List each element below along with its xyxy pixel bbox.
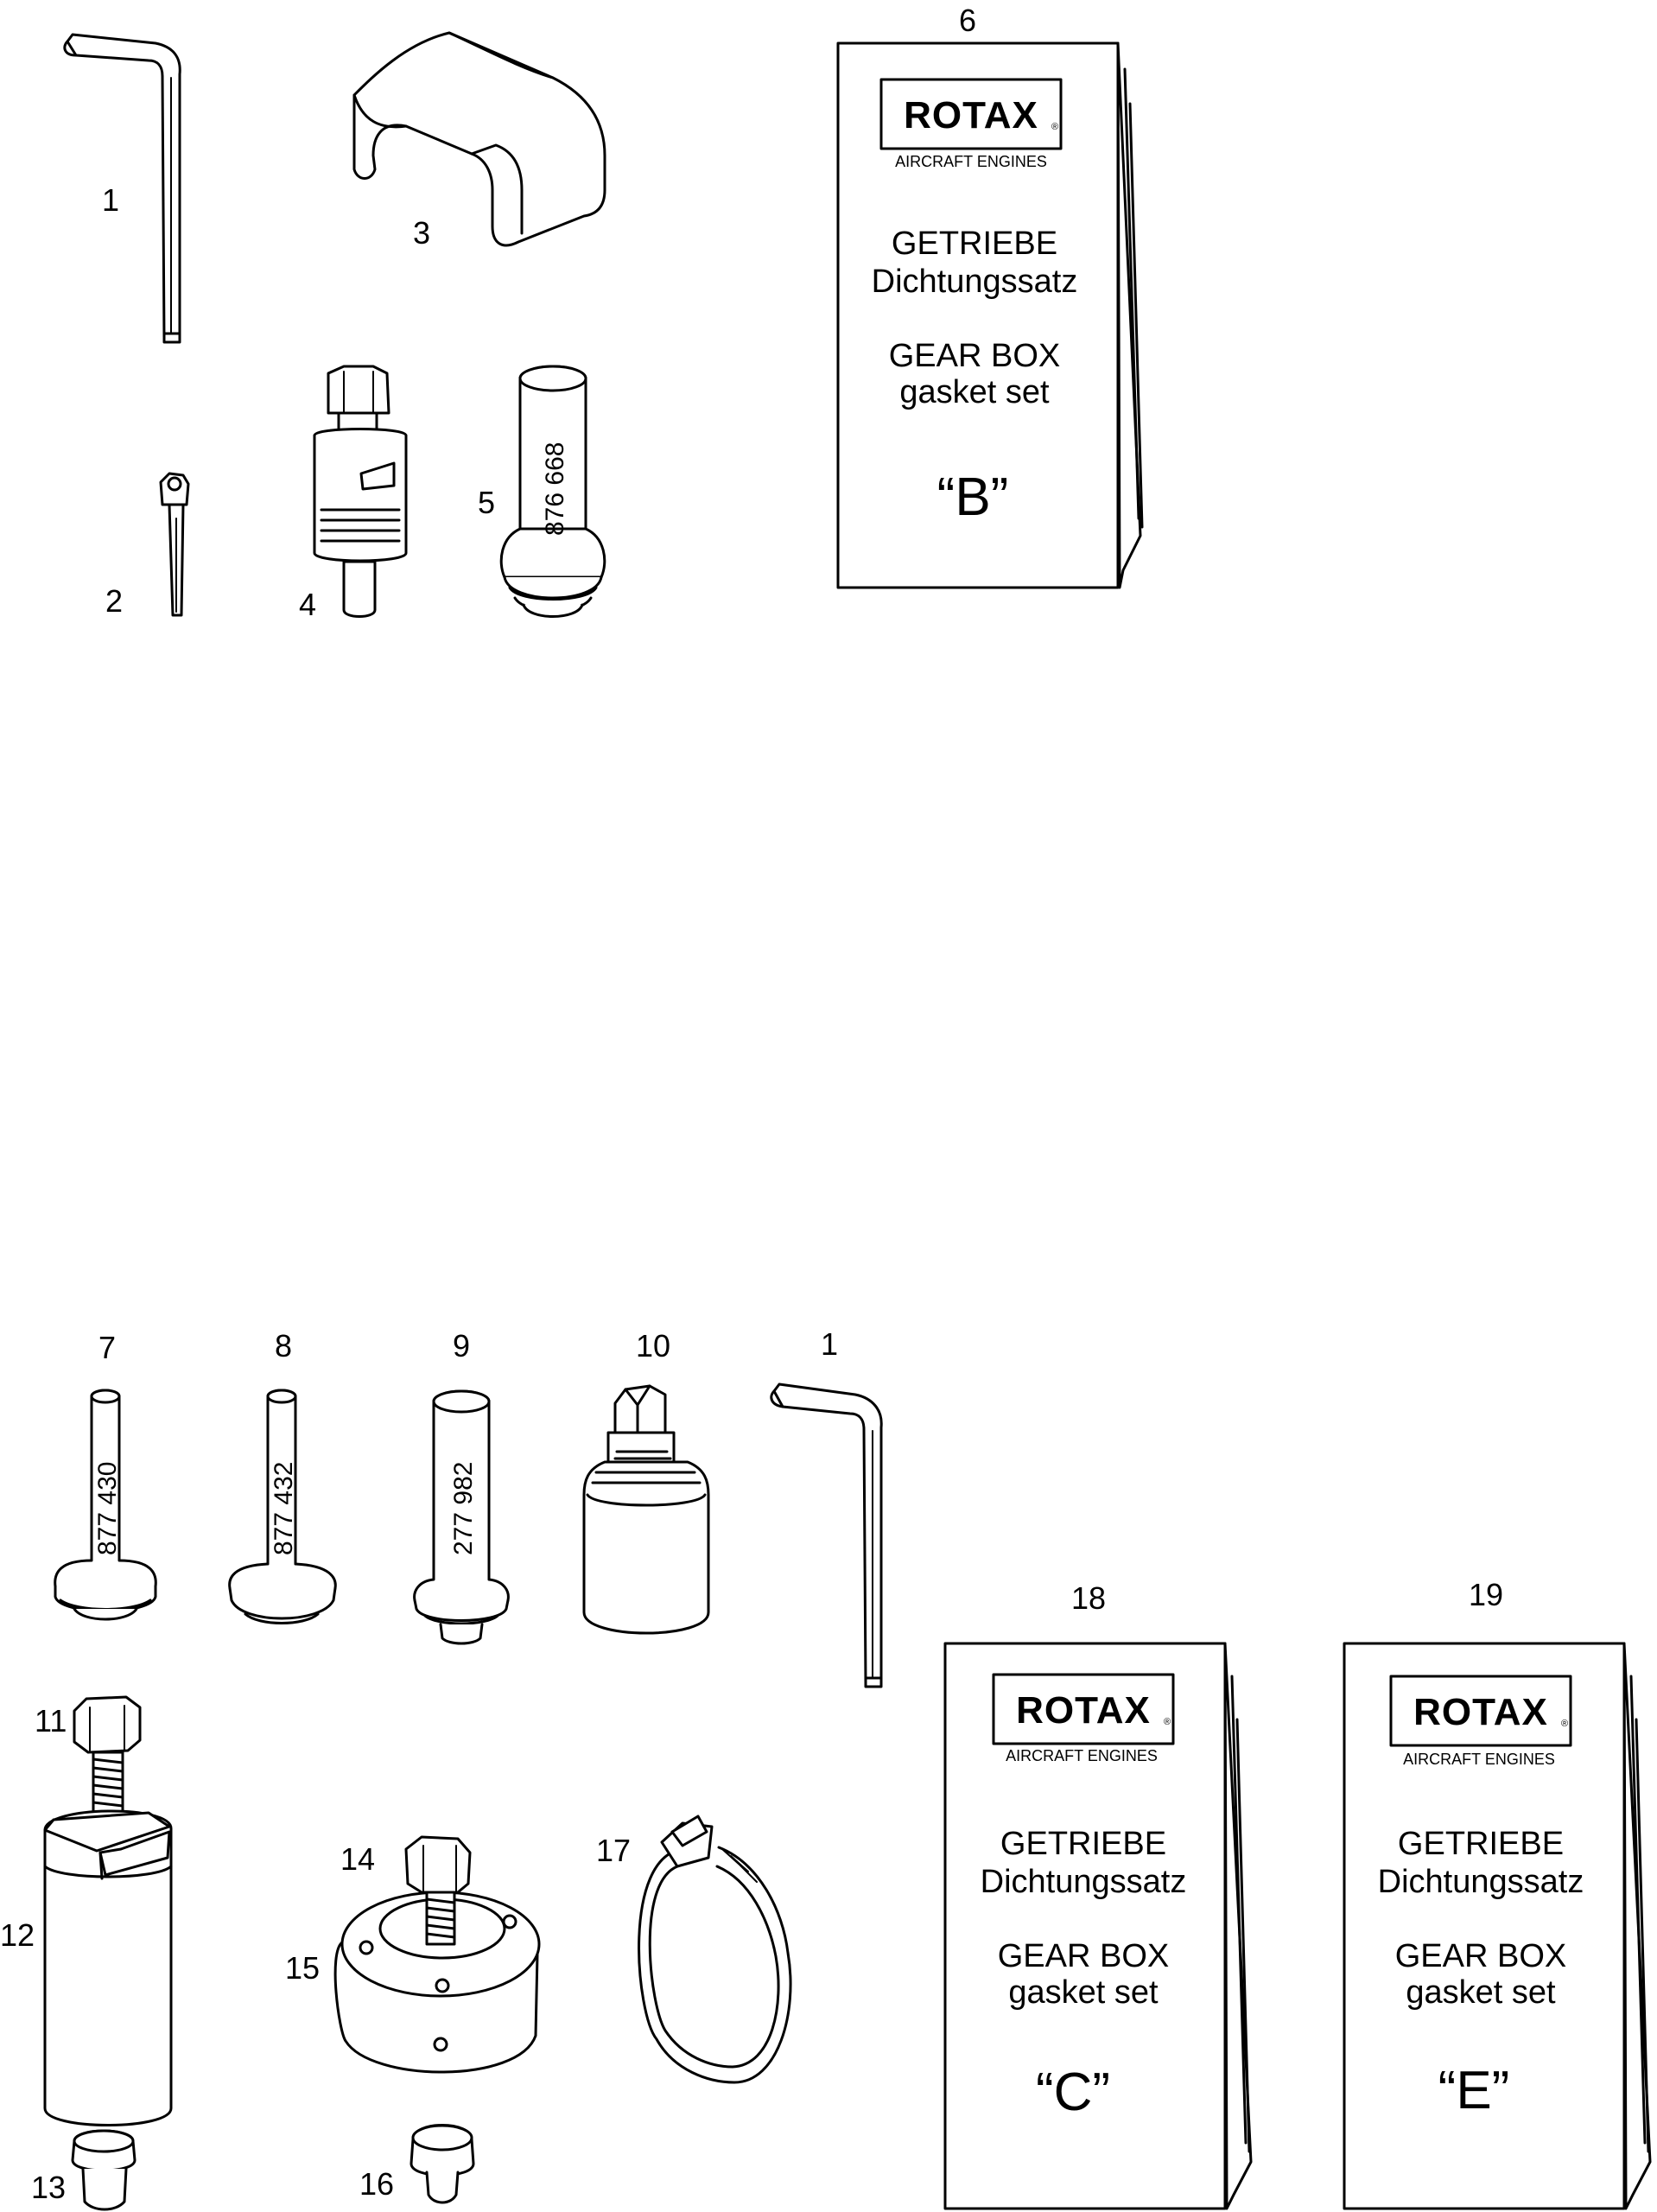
seal-installer-9: 277 982: [413, 1389, 510, 1645]
hose-clamp-17: [638, 1815, 792, 2084]
flange-puller-15: [333, 1835, 541, 2074]
kit-c-line2: Dichtungssatz: [981, 1864, 1187, 1900]
callout-4: 4: [299, 587, 316, 622]
socket-sleeve-10: [582, 1384, 710, 1635]
tool-code-876668: 876 668: [541, 442, 569, 536]
allen-key-top: [63, 33, 181, 344]
gasket-set-e-booklet: ROTAX ® AIRCRAFT ENGINES GETRIEBE Dichtu…: [1343, 1642, 1652, 2210]
callout-11: 11: [35, 1703, 67, 1738]
callout-15: 15: [285, 1950, 320, 1986]
kit-e-line1: GETRIEBE: [1398, 1826, 1564, 1862]
kit-e-variant: “E”: [1438, 2061, 1510, 2120]
callout-18: 18: [1071, 1580, 1106, 1616]
callout-1-top: 1: [102, 182, 119, 218]
kit-b-variant: “B”: [937, 467, 1009, 527]
registered-mark-c: ®: [1164, 1717, 1171, 1727]
seal-installer-5: 876 668: [499, 365, 606, 618]
kit-b-line2: Dichtungssatz: [872, 264, 1078, 300]
kit-c-line3: GEAR BOX: [998, 1938, 1170, 1974]
tool-code-877432: 877 432: [270, 1462, 298, 1555]
tool-code-877430: 877 430: [93, 1462, 122, 1555]
callout-9: 9: [453, 1328, 470, 1363]
gasket-set-c-booklet: ROTAX ® AIRCRAFT ENGINES GETRIEBE Dichtu…: [943, 1642, 1253, 2210]
callout-5: 5: [478, 485, 495, 520]
brand-logo-b: ROTAX: [904, 94, 1038, 137]
callout-14: 14: [340, 1841, 375, 1877]
callout-16: 16: [359, 2166, 394, 2202]
callout-13: 13: [31, 2170, 66, 2205]
seal-installer-8: 877 432: [228, 1389, 337, 1624]
kit-e-line3: GEAR BOX: [1395, 1938, 1567, 1974]
puller-tool: [313, 365, 408, 618]
callout-6: 6: [959, 3, 976, 38]
callout-19: 19: [1469, 1577, 1503, 1612]
gasket-set-b-booklet: ROTAX ® AIRCRAFT ENGINES GETRIEBE Dichtu…: [836, 41, 1144, 589]
callout-12: 12: [0, 1917, 35, 1953]
plug-13: [71, 2129, 136, 2211]
allen-key-bottom: [770, 1382, 883, 1688]
callout-2: 2: [105, 583, 123, 619]
tool-code-277982: 277 982: [449, 1462, 478, 1555]
kit-b-line3: GEAR BOX: [889, 338, 1061, 374]
callout-7: 7: [98, 1330, 116, 1365]
brand-logo-c: ROTAX: [1016, 1689, 1151, 1732]
puller-body-12: [43, 1695, 173, 2126]
seal-installer-7: 877 430: [54, 1389, 157, 1621]
registered-mark-e: ®: [1561, 1719, 1568, 1729]
kit-e-line4: gasket set: [1406, 1974, 1556, 2011]
small-screw: [159, 472, 190, 617]
callout-8: 8: [275, 1328, 292, 1363]
callout-17: 17: [596, 1833, 631, 1868]
brand-sub-e: AIRCRAFT ENGINES: [1403, 1751, 1555, 1768]
callout-10: 10: [636, 1328, 670, 1363]
kit-b-line1: GETRIEBE: [892, 226, 1057, 262]
kit-c-variant: “C”: [1036, 2063, 1110, 2122]
brand-sub-b: AIRCRAFT ENGINES: [895, 153, 1047, 170]
brand-sub-c: AIRCRAFT ENGINES: [1006, 1747, 1158, 1764]
callout-1-bottom: 1: [821, 1326, 838, 1362]
brand-logo-e: ROTAX: [1413, 1691, 1548, 1733]
registered-mark-b: ®: [1051, 122, 1058, 132]
u-bracket: [352, 31, 606, 247]
plug-16: [409, 2124, 475, 2204]
kit-c-line1: GETRIEBE: [1000, 1826, 1166, 1862]
kit-c-line4: gasket set: [1008, 1974, 1159, 2011]
kit-b-line4: gasket set: [899, 374, 1050, 410]
callout-3: 3: [413, 215, 430, 251]
kit-e-line2: Dichtungssatz: [1378, 1864, 1584, 1900]
